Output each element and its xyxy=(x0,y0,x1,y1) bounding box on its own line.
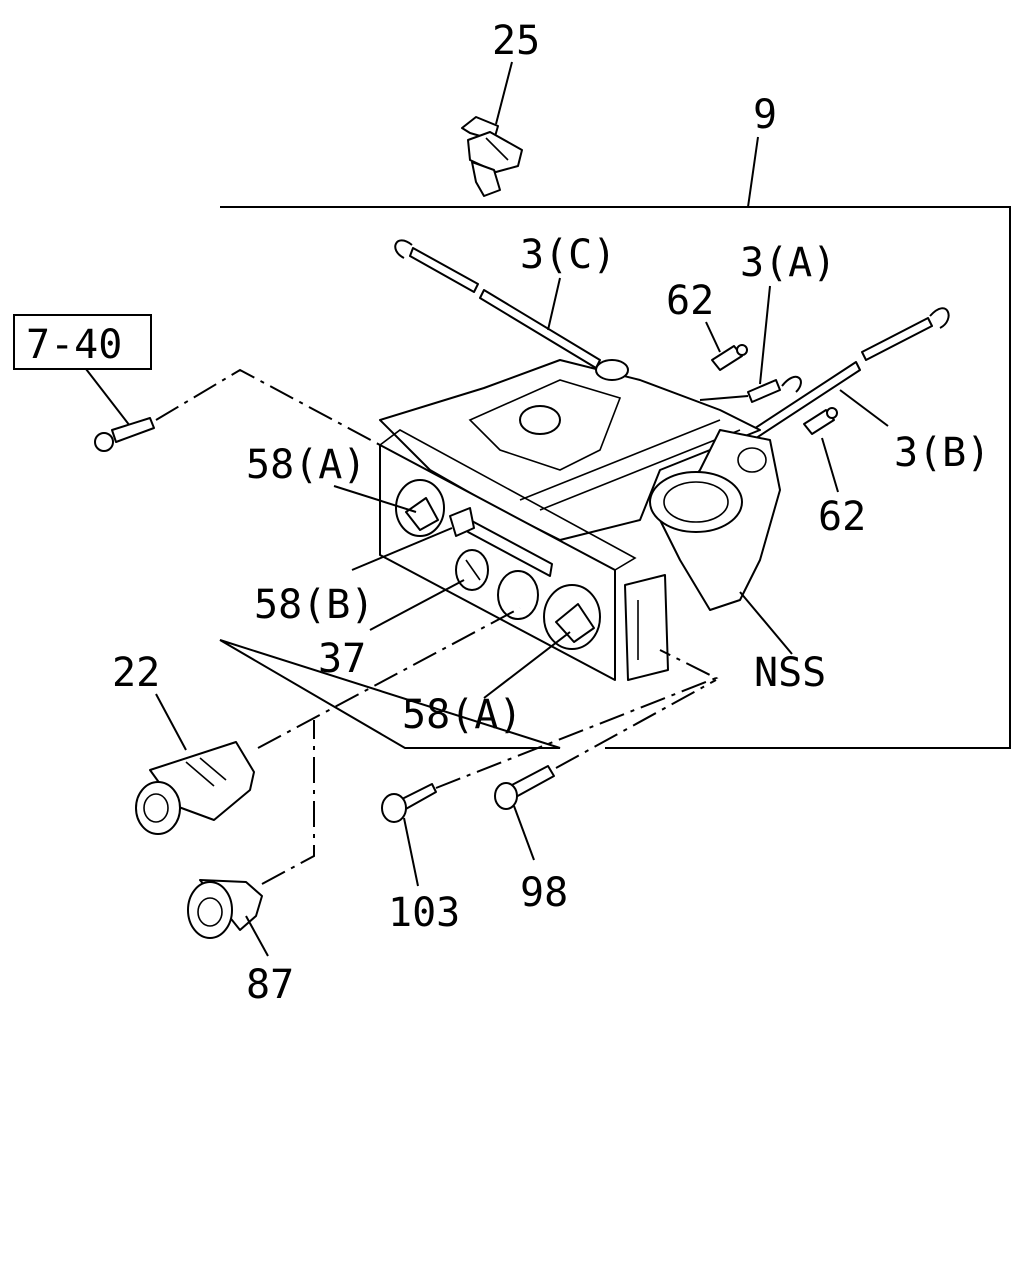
label-ref-7-40: 7-40 xyxy=(26,322,122,368)
label-3a: 3(A) xyxy=(740,240,836,286)
label-25: 25 xyxy=(492,18,540,64)
leader-87 xyxy=(245,915,269,957)
label-58a-lower: 58(A) xyxy=(402,692,522,738)
leader-58a-upper xyxy=(333,485,417,513)
leader-3a xyxy=(759,285,771,385)
label-98: 98 xyxy=(520,870,568,916)
label-58b: 58(B) xyxy=(254,582,374,628)
label-3c: 3(C) xyxy=(520,232,616,278)
dash-line-ref xyxy=(155,368,381,446)
leader-3b xyxy=(839,389,889,427)
pin-part-62-lower xyxy=(803,407,838,435)
control-assembly xyxy=(379,359,781,681)
cable-3b xyxy=(739,307,950,447)
bezel-part-87 xyxy=(187,879,263,939)
label-62-lower: 62 xyxy=(818,494,866,540)
dash-line-98 xyxy=(555,679,717,769)
leader-22 xyxy=(155,693,187,751)
bolt-ref xyxy=(94,417,155,452)
leader-62-upper xyxy=(705,321,721,353)
leader-58b xyxy=(351,527,453,571)
label-87: 87 xyxy=(246,962,294,1008)
dash-line-103 xyxy=(435,649,719,789)
switch-part-22 xyxy=(135,741,255,835)
dash-line-22 xyxy=(257,607,521,749)
cable-3a xyxy=(699,375,802,403)
reference-box xyxy=(13,314,152,370)
leader-37 xyxy=(369,579,465,631)
label-103: 103 xyxy=(388,890,460,936)
dash-line-87 xyxy=(261,720,315,885)
label-9: 9 xyxy=(753,92,777,138)
label-22: 22 xyxy=(112,650,160,696)
leader-ref xyxy=(85,368,131,427)
leader-62-lower xyxy=(821,437,839,493)
leader-3c xyxy=(547,277,561,331)
assembly-frame xyxy=(219,206,1011,749)
label-58a-upper: 58(A) xyxy=(246,442,366,488)
leader-58a-lower xyxy=(483,631,571,699)
clip-part-25 xyxy=(461,116,523,197)
label-nss: NSS xyxy=(754,650,826,696)
leader-98 xyxy=(513,805,535,861)
screw-part-103 xyxy=(381,783,437,823)
label-3b: 3(B) xyxy=(894,430,990,476)
leader-nss xyxy=(739,591,793,655)
cable-3c xyxy=(394,239,601,369)
bolt-part-98 xyxy=(494,765,555,810)
label-37: 37 xyxy=(318,636,366,682)
leader-103 xyxy=(403,817,419,887)
leader-25 xyxy=(495,61,513,125)
pin-part-62-upper xyxy=(711,344,748,371)
label-62-upper: 62 xyxy=(666,278,714,324)
leader-9 xyxy=(747,136,759,208)
